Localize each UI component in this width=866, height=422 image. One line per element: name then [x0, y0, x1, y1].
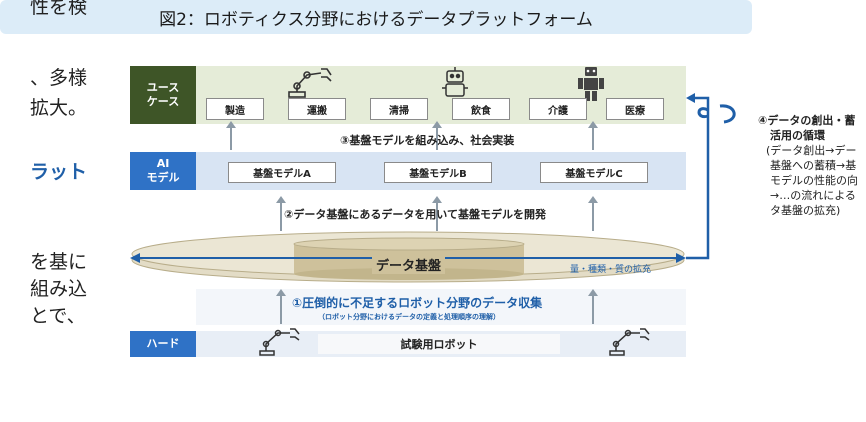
arrow-up-icon — [588, 289, 598, 296]
service-robot-icon — [442, 67, 468, 97]
usecase-item-manufacturing: 製造 — [206, 98, 264, 120]
cycle-title-line1: ④データの創出・蓄 — [758, 114, 856, 127]
arrow-up-icon — [230, 128, 232, 150]
cycle-body-line4: →…の流れによる — [770, 189, 856, 202]
arrow-up-icon — [436, 128, 438, 150]
arrow-up-icon — [592, 296, 594, 324]
step2-text: ②データ基盤にあるデータを用いて基盤モデルを開発 — [284, 208, 546, 221]
arrow-up-icon — [588, 121, 598, 128]
usecase-item-food: 飲食 — [452, 98, 510, 120]
usecase-label: ユース ケース — [130, 66, 196, 124]
arrow-up-icon — [280, 296, 282, 324]
step3-text: ③基盤モデルを組み込み、社会実装 — [340, 134, 515, 147]
cycle-body-line3: モデルの性能の向 — [770, 174, 858, 187]
arrow-up-icon — [280, 203, 282, 231]
left-text-line-4: ラット — [30, 161, 88, 183]
arrow-up-icon — [432, 121, 442, 128]
cycle-body-line5: タ基盤の拡充) — [770, 204, 841, 217]
arrow-up-icon — [276, 196, 286, 203]
left-text-line-7: とで、 — [30, 305, 86, 327]
cycle-description: ④データの創出・蓄 活用の循環 (データ創出→デー 基盤への蓄積→基 モデルの性… — [758, 113, 858, 218]
left-text-line-1: 性を検 — [30, 0, 88, 18]
left-text-line-5: を基に — [30, 251, 88, 273]
ai-model-label: AI モデル — [130, 152, 196, 190]
ai-model-label-line1: AI — [156, 157, 170, 170]
humanoid-robot-icon — [578, 67, 604, 101]
arrow-up-icon — [588, 196, 598, 203]
figure-title: 図2：ロボティクス分野におけるデータプラットフォーム — [0, 0, 752, 34]
ai-model-label-line2: モデル — [146, 171, 180, 184]
cycle-body-line1: (データ創出→デー — [766, 144, 857, 157]
robot-arm-icon — [259, 328, 300, 356]
step1-title: ①圧倒的に不足するロボット分野のデータ収集 — [292, 296, 543, 310]
usecase-item-cleaning: 清掃 — [370, 98, 428, 120]
foundation-model-b: 基盤モデルB — [384, 162, 492, 183]
left-text-line-2: 、多様 — [30, 67, 88, 89]
step1-subtitle: （ロボット分野におけるデータの定義と処理順序の理解） — [318, 313, 500, 321]
robot-arm-icon — [609, 328, 650, 356]
foundation-model-c: 基盤モデルC — [540, 162, 648, 183]
hardware-label: ハード — [130, 331, 196, 357]
foundation-model-a: 基盤モデルA — [228, 162, 336, 183]
left-text-line-6: 組み込 — [30, 278, 88, 300]
arrow-up-icon — [592, 203, 594, 231]
usecase-band — [196, 66, 686, 124]
test-robot-label: 試験用ロボット — [400, 338, 478, 351]
usecase-item-medical: 医療 — [606, 98, 664, 120]
usecase-label-line2: ケース — [146, 95, 180, 108]
usecase-item-transport: 運搬 — [288, 98, 346, 120]
usecase-label-line1: ユース — [146, 81, 180, 94]
left-text-line-3: 拡大。 — [30, 97, 88, 119]
arrow-up-icon — [276, 289, 286, 296]
arrow-up-icon — [432, 196, 442, 203]
test-robot-box: 試験用ロボット — [318, 334, 560, 354]
robot-arm-icon — [288, 68, 332, 98]
cycle-body-line2: 基盤への蓄積→基 — [770, 159, 857, 172]
arrow-up-icon — [592, 128, 594, 150]
data-expand-text: 量・種類・質の拡充 — [570, 265, 652, 275]
cycle-title-line2: 活用の循環 — [770, 129, 825, 142]
arrow-up-icon — [226, 121, 236, 128]
arrow-up-icon — [436, 203, 438, 231]
data-platform-label: データ基盤 — [372, 255, 446, 274]
cycle-arrow-icon — [686, 93, 736, 260]
usecase-item-care: 介護 — [529, 98, 587, 120]
